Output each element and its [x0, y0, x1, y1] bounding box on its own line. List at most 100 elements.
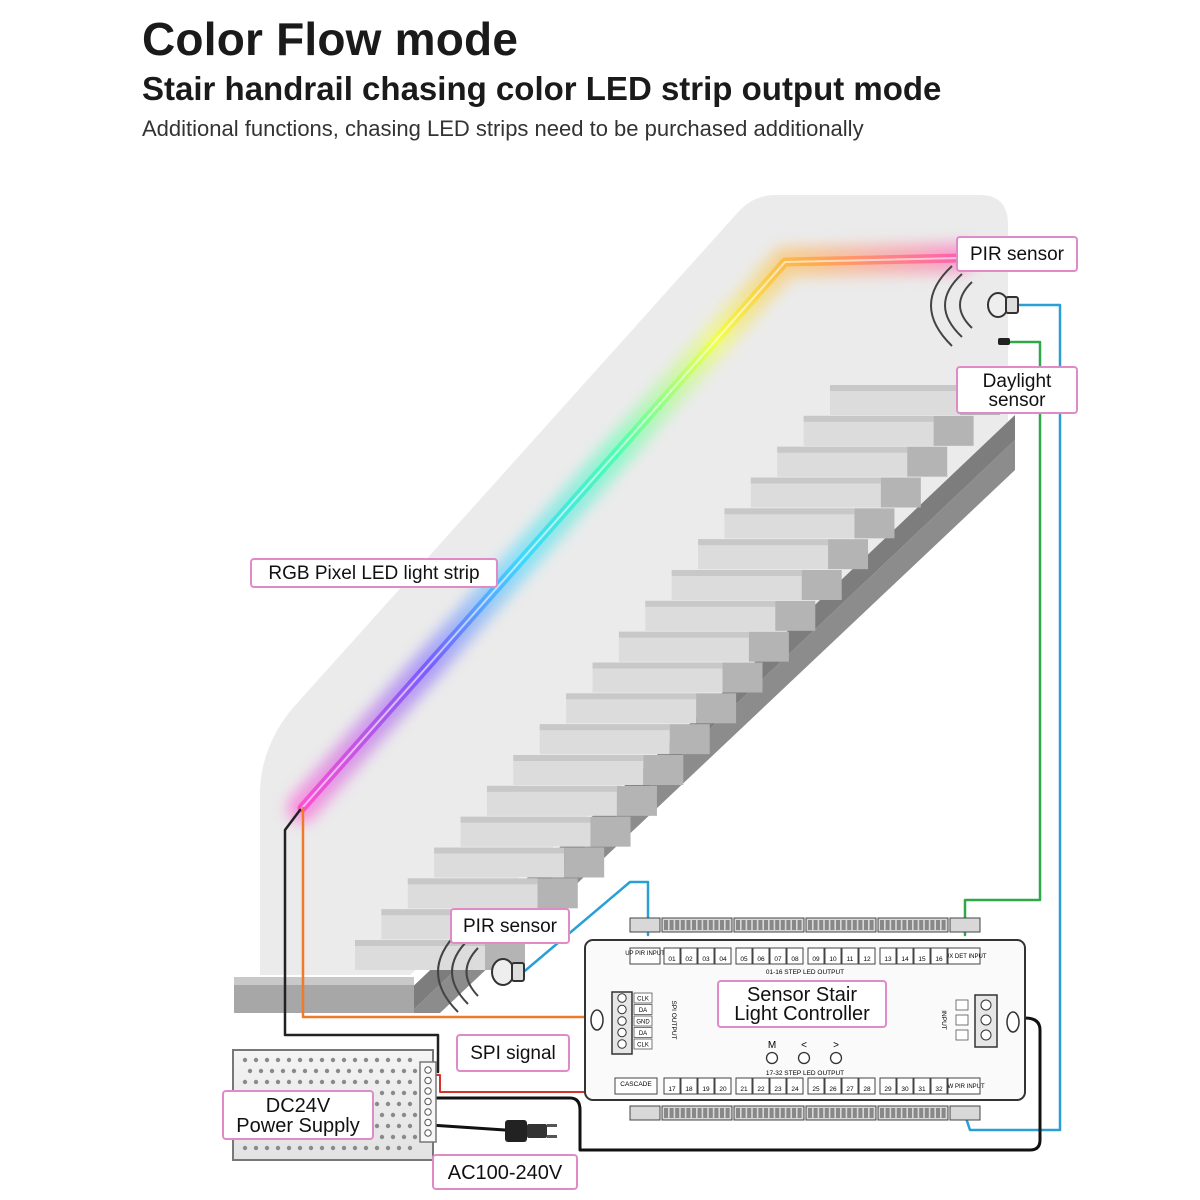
psu-vent-hole — [401, 1112, 407, 1118]
psu-vent-hole — [297, 1057, 303, 1063]
terminal-pin — [741, 1108, 746, 1118]
input-pin — [980, 1029, 992, 1041]
terminal-pin — [680, 1108, 685, 1118]
channel-cell — [807, 1077, 825, 1095]
psu-vent-hole — [297, 1079, 303, 1085]
psu-vent-hole — [264, 1057, 270, 1063]
psu-vent-hole — [385, 1079, 391, 1085]
daylight-line-2: sensor — [988, 390, 1046, 411]
channel-number: 12 — [863, 956, 871, 963]
psu-vent-hole — [407, 1123, 413, 1129]
psu-terminal — [424, 1087, 432, 1095]
stair-step — [618, 631, 789, 662]
terminal-pin — [720, 920, 724, 930]
channel-cell — [879, 1077, 897, 1095]
stair-step — [803, 415, 974, 446]
psu-vent-hole — [313, 1068, 319, 1074]
psu-vent-hole — [346, 1068, 352, 1074]
controller-button[interactable] — [765, 1051, 779, 1065]
psu-vent-hole — [385, 1123, 391, 1129]
terminal-pin — [769, 920, 774, 930]
psu-vent-hole — [412, 1068, 418, 1074]
psu-vent-hole — [352, 1145, 358, 1151]
terminal-pin — [813, 920, 818, 930]
channel-cell — [752, 1077, 770, 1095]
channel-cell — [896, 947, 914, 965]
terminal-pin — [736, 1108, 740, 1118]
terminal-pin — [852, 1108, 857, 1118]
channel-number: 10 — [829, 956, 837, 963]
controller-label: Sensor Stair Light Controller — [717, 980, 887, 1028]
psu-vent-hole — [412, 1134, 418, 1140]
terminal-pin — [786, 920, 791, 930]
input-pin-tag — [955, 999, 969, 1011]
psu-vent-hole — [275, 1079, 281, 1085]
terminal-pin — [764, 920, 768, 930]
terminal-pin — [720, 1108, 724, 1118]
channel-cell — [769, 947, 787, 965]
psu-vent-hole — [374, 1145, 380, 1151]
spi-pin-label: CLK — [637, 1043, 649, 1049]
terminal-pin — [780, 920, 785, 930]
spi-pin-tag — [633, 1015, 653, 1027]
terminal-pin — [936, 1108, 940, 1118]
spi-pin — [617, 1016, 627, 1026]
terminal-pin — [675, 1108, 680, 1118]
channel-number: 22 — [757, 1086, 765, 1093]
channel-cell — [714, 1077, 732, 1095]
channel-cell — [841, 1077, 859, 1095]
controller-button[interactable] — [797, 1051, 811, 1065]
psu-vent-hole — [286, 1057, 292, 1063]
bottom-pir-sensor — [437, 931, 525, 1013]
stair-step — [777, 446, 948, 477]
psu-vent-hole — [280, 1068, 286, 1074]
terminal-pin — [775, 920, 780, 930]
controller-line-2: Light Controller — [734, 1003, 870, 1025]
psu-vent-hole — [330, 1145, 336, 1151]
terminal-pin — [885, 1108, 890, 1118]
stair-step — [407, 878, 578, 909]
terminal-pin — [808, 920, 812, 930]
psu-vent-hole — [385, 1057, 391, 1063]
psu-vent-hole — [264, 1079, 270, 1085]
channel-number: 16 — [935, 956, 943, 963]
spi-pin — [617, 1039, 627, 1049]
channel-cell — [663, 1077, 681, 1095]
terminal-pin — [824, 920, 829, 930]
terminal-pin — [941, 920, 946, 930]
psu-vent-hole — [308, 1145, 314, 1151]
channel-number: 04 — [719, 956, 727, 963]
terminal-pin — [708, 920, 713, 930]
psu-vent-hole — [407, 1101, 413, 1107]
channel-number: 19 — [702, 1086, 710, 1093]
terminal-pin — [841, 920, 846, 930]
terminal-pin — [664, 920, 668, 930]
wire-daylight — [963, 340, 1042, 937]
psu-vent-hole — [396, 1057, 402, 1063]
terminal-pin — [769, 1108, 774, 1118]
psu-vent-hole — [319, 1079, 325, 1085]
spi-pin-label: DA — [639, 1008, 647, 1014]
psu-vent-hole — [368, 1068, 374, 1074]
psu-vent-hole — [242, 1079, 248, 1085]
terminal-pin — [908, 920, 912, 930]
psu-vent-hole — [341, 1079, 347, 1085]
psu-terminal — [424, 1076, 432, 1085]
terminal-pin — [908, 1108, 912, 1118]
controller-button[interactable] — [829, 1051, 843, 1065]
terminal-pin — [864, 1108, 868, 1118]
terminal-pin — [841, 1108, 846, 1118]
channel-number: 21 — [740, 1086, 748, 1093]
psu-vent-hole — [253, 1145, 259, 1151]
stair-step — [750, 477, 921, 508]
pir-terminal-block — [629, 1105, 661, 1121]
psu-vent-hole — [385, 1101, 391, 1107]
input-label: INPUT — [940, 1010, 947, 1030]
terminal-pin — [858, 920, 863, 930]
rgb-pixel-led-strip — [287, 243, 975, 823]
psu-vent-hole — [374, 1057, 380, 1063]
terminal-pin — [758, 920, 763, 930]
terminal-pin — [913, 1108, 918, 1118]
psu-vent-hole — [390, 1112, 396, 1118]
stair-step — [671, 570, 842, 600]
